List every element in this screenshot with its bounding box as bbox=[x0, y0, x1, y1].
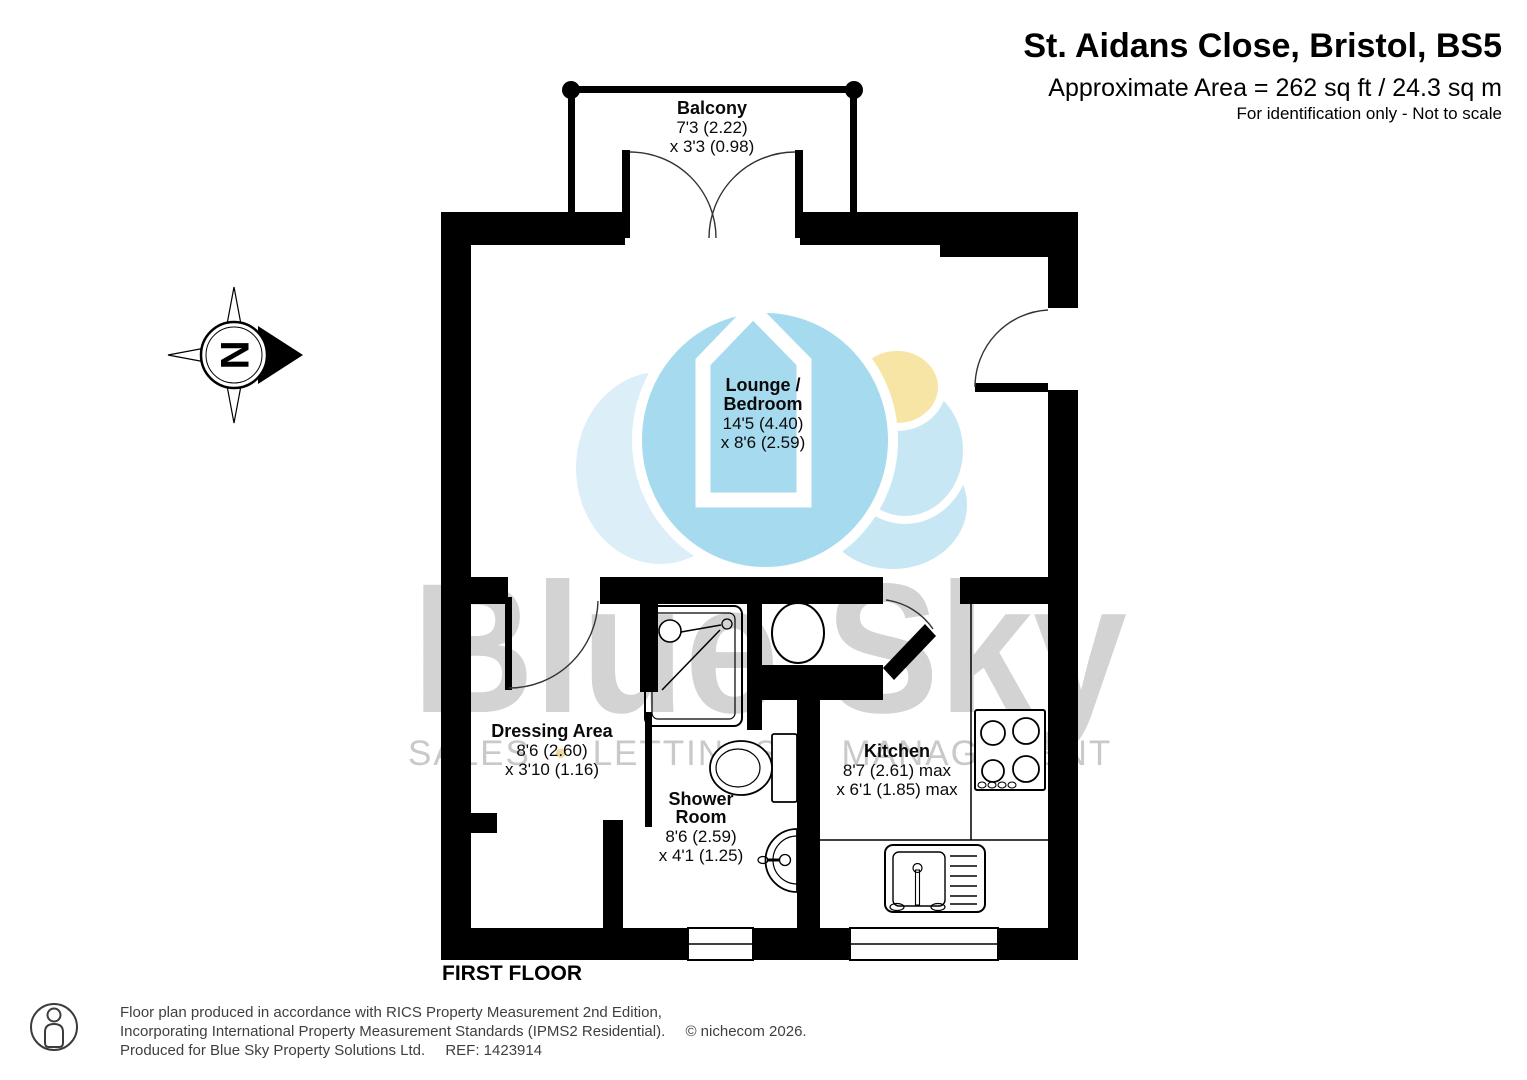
wc-niche-bottom-wall bbox=[762, 665, 883, 700]
dressing-alcove-stub bbox=[471, 813, 497, 833]
kitchen-door-arc bbox=[885, 599, 934, 630]
room-label-kitchen: Kitchen 8'7 (2.61) max x 6'1 (1.85) max bbox=[836, 741, 958, 799]
lounge-dim1: 14'5 (4.40) bbox=[723, 414, 804, 433]
lounge-name-line2: Bedroom bbox=[723, 394, 802, 414]
compass-ring-inner bbox=[205, 326, 263, 384]
balcony-name: Balcony bbox=[677, 98, 747, 118]
basin-round-icon bbox=[771, 602, 825, 664]
wall-left bbox=[441, 212, 471, 960]
interior-walls bbox=[471, 309, 1049, 930]
balcony-wall-left bbox=[568, 86, 575, 212]
dressing-name: Dressing Area bbox=[491, 721, 613, 741]
dressing-dim1: 8'6 (2.60) bbox=[516, 741, 587, 760]
wall-bottom-left-segment bbox=[441, 928, 688, 960]
kitchen-door-leaf-diagonal bbox=[883, 624, 936, 680]
room-label-shower-room: Shower Room 8'6 (2.59) x 4'1 (1.25) bbox=[659, 789, 744, 865]
kitchen-dim1: 8'7 (2.61) max bbox=[843, 761, 952, 780]
footer-line1: Floor plan produced in accordance with R… bbox=[120, 1004, 662, 1021]
shower-wall-upper bbox=[640, 604, 658, 692]
identification-note: For identification only - Not to scale bbox=[1236, 104, 1502, 123]
wall-top-right-thickening bbox=[940, 245, 1078, 257]
wall-top-left-segment bbox=[441, 212, 625, 245]
footer-ref: REF: 1423914 bbox=[445, 1042, 542, 1059]
wall-bottom-middle-segment bbox=[753, 928, 850, 960]
windows bbox=[687, 927, 999, 961]
dressing-wall-lower bbox=[603, 820, 623, 930]
house-icon bbox=[695, 299, 812, 508]
room-label-balcony: Balcony 7'3 (2.22) x 3'3 (0.98) bbox=[670, 98, 755, 156]
wall-bottom-right-segment bbox=[998, 928, 1078, 960]
footer-line3-text: Produced for Blue Sky Property Solutions… bbox=[120, 1042, 425, 1059]
balcony-door-arc-left bbox=[629, 151, 717, 239]
washbasin-icon bbox=[757, 828, 798, 893]
room-label-dressing-area: Dressing Area 8'6 (2.60) x 3'10 (1.16) bbox=[491, 721, 613, 779]
balcony-wall-right bbox=[850, 86, 857, 212]
watermark-cloud-logo bbox=[568, 299, 975, 577]
shower-door-leaf bbox=[645, 712, 652, 827]
shower-tray-icon bbox=[644, 605, 743, 727]
compass-north-arrow bbox=[258, 326, 303, 384]
balcony-dim1: 7'3 (2.22) bbox=[676, 118, 747, 137]
title-block: St. Aidans Close, Bristol, BS5 Approxima… bbox=[1023, 27, 1502, 123]
divider-wall-main bbox=[600, 577, 883, 604]
wall-top-right-segment bbox=[800, 212, 1078, 245]
shower-dim2: x 4'1 (1.25) bbox=[659, 846, 744, 865]
balcony-post-left bbox=[562, 81, 580, 99]
lounge-dim2: x 8'6 (2.59) bbox=[721, 433, 806, 452]
footer: Floor plan produced in accordance with R… bbox=[30, 1003, 807, 1059]
sink-icon bbox=[884, 844, 986, 913]
balcony-door-leaf-right bbox=[795, 150, 803, 238]
balcony-wall-top bbox=[568, 86, 857, 93]
room-label-lounge-bedroom: Lounge / Bedroom 14'5 (4.40) x 8'6 (2.59… bbox=[721, 375, 806, 452]
compass-ring-outer bbox=[199, 320, 269, 390]
dressing-door-arc bbox=[508, 600, 599, 689]
balcony-door-leaf-left bbox=[622, 150, 630, 238]
divider-wall-left-stub bbox=[471, 577, 508, 604]
kitchen-counters bbox=[820, 604, 1048, 841]
footer-line2-text: Incorporating International Property Mea… bbox=[120, 1023, 665, 1040]
wall-right-upper bbox=[1048, 212, 1078, 308]
footer-line3: Produced for Blue Sky Property Solutions… bbox=[120, 1042, 542, 1059]
outer-walls bbox=[441, 212, 1078, 960]
kitchen-left-wall bbox=[797, 700, 820, 930]
entrance-door-leaf bbox=[975, 383, 1048, 392]
balcony-dim2: x 3'3 (0.98) bbox=[670, 137, 755, 156]
lounge-name-line1: Lounge / bbox=[726, 375, 801, 395]
footer-copyright: © nichecom 2026. bbox=[685, 1023, 806, 1040]
compass-north-label: N bbox=[212, 341, 256, 370]
dressing-dim2: x 3'10 (1.16) bbox=[505, 760, 599, 779]
shower-name-line1: Shower bbox=[668, 789, 733, 809]
footer-line2: Incorporating International Property Mea… bbox=[120, 1023, 807, 1040]
divider-wall-right-stub bbox=[960, 577, 1048, 604]
shower-wc-wall bbox=[747, 604, 762, 730]
entrance-door-arc bbox=[974, 309, 1049, 388]
balcony-post-right bbox=[845, 81, 863, 99]
balcony-door-arc-right bbox=[708, 151, 796, 239]
kitchen-name: Kitchen bbox=[864, 741, 930, 761]
tagline-dot-icon: • bbox=[555, 734, 569, 773]
balcony-structure bbox=[562, 81, 863, 239]
kitchen-dim2: x 6'1 (1.85) max bbox=[836, 780, 958, 799]
hob-icon bbox=[974, 709, 1046, 791]
page-title: St. Aidans Close, Bristol, BS5 bbox=[1023, 27, 1502, 65]
floor-label: FIRST FLOOR bbox=[442, 962, 582, 985]
person-icon bbox=[30, 1003, 78, 1051]
shower-dim1: 8'6 (2.59) bbox=[665, 827, 736, 846]
shower-name-line2: Room bbox=[676, 807, 727, 827]
toilet-icon bbox=[709, 733, 798, 803]
dressing-door-leaf bbox=[505, 597, 512, 690]
wall-right-lower bbox=[1048, 390, 1078, 960]
approximate-area: Approximate Area = 262 sq ft / 24.3 sq m bbox=[1048, 74, 1502, 102]
compass-icon: N bbox=[167, 286, 303, 424]
